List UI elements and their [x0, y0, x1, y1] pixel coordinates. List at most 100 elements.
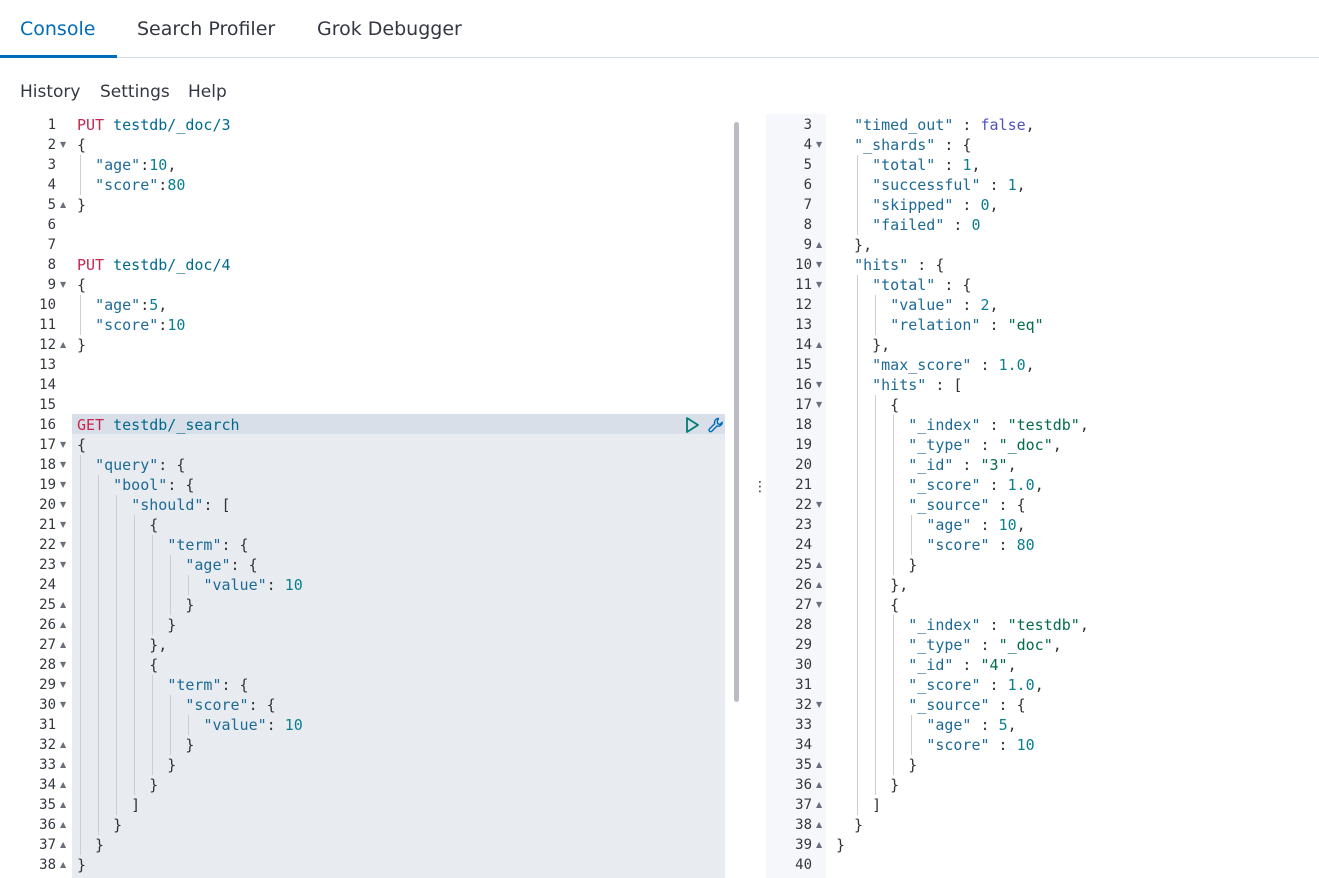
fold-toggle-icon[interactable]: ▼: [60, 480, 67, 489]
request-line-number: 5: [47, 197, 56, 213]
pane-divider[interactable]: ⋮: [745, 114, 767, 878]
fold-toggle-icon[interactable]: ▼: [60, 520, 67, 529]
unfold-toggle-icon[interactable]: ▲: [60, 740, 67, 749]
fold-toggle-icon[interactable]: ▼: [60, 700, 67, 709]
fold-toggle-icon[interactable]: ▼: [60, 560, 67, 569]
unfold-toggle-icon[interactable]: ▲: [60, 860, 67, 869]
console-toolbar: History Settings Help: [0, 58, 1319, 114]
request-line-number: 18: [39, 457, 56, 473]
response-line-number: 30: [795, 657, 812, 673]
response-line-number: 11: [795, 277, 812, 293]
indent-guide: [875, 295, 877, 335]
fold-toggle-icon[interactable]: ▼: [60, 680, 67, 689]
fold-toggle-icon[interactable]: ▼: [60, 440, 67, 449]
unfold-toggle-icon[interactable]: ▲: [60, 600, 67, 609]
response-line-number: 14: [795, 337, 812, 353]
request-code-line: }: [77, 756, 177, 774]
request-line-number: 16: [39, 417, 56, 433]
fold-toggle-icon[interactable]: ▼: [816, 280, 823, 289]
indent-guide: [875, 395, 877, 795]
tab-grok-debugger[interactable]: Grok Debugger: [317, 18, 462, 40]
response-code-line: "_source" : {: [908, 496, 1026, 514]
fold-toggle-icon[interactable]: ▼: [816, 260, 823, 269]
request-scrollbar[interactable]: [734, 122, 739, 702]
indent-guide: [170, 555, 172, 615]
unfold-toggle-icon[interactable]: ▲: [816, 580, 823, 589]
indent-guide: [857, 155, 859, 235]
fold-toggle-icon[interactable]: ▼: [816, 500, 823, 509]
unfold-toggle-icon[interactable]: ▲: [816, 760, 823, 769]
response-line-number: 35: [795, 757, 812, 773]
request-line-number: 4: [47, 177, 56, 193]
unfold-toggle-icon[interactable]: ▲: [60, 820, 67, 829]
vertical-ellipsis-icon[interactable]: ⋮: [753, 479, 767, 495]
unfold-toggle-icon[interactable]: ▲: [816, 820, 823, 829]
request-code-line: "query": {: [95, 456, 186, 474]
unfold-toggle-icon[interactable]: ▲: [60, 780, 67, 789]
response-code-line: }: [836, 556, 918, 574]
response-code-line: "total" : 1,: [872, 156, 981, 174]
request-code-line: "value": 10: [203, 576, 303, 594]
indent-guide: [152, 675, 154, 775]
response-line-number: 40: [795, 857, 812, 873]
fold-toggle-icon[interactable]: ▼: [60, 460, 67, 469]
wrench-icon[interactable]: [707, 416, 725, 434]
request-line-number: 38: [39, 857, 56, 873]
tab-search-profiler[interactable]: Search Profiler: [137, 18, 276, 40]
fold-toggle-icon[interactable]: ▼: [816, 700, 823, 709]
fold-toggle-icon[interactable]: ▼: [816, 140, 823, 149]
response-line-number: 9: [803, 237, 812, 253]
play-icon[interactable]: [683, 416, 701, 434]
response-code-line: "_type" : "_doc",: [908, 436, 1062, 454]
active-request-highlight: [10, 414, 725, 878]
response-line-number: 15: [795, 357, 812, 373]
unfold-toggle-icon[interactable]: ▲: [60, 840, 67, 849]
request-line-number: 1: [47, 117, 56, 133]
response-code-line: "age" : 5,: [926, 716, 1017, 734]
unfold-toggle-icon[interactable]: ▲: [60, 760, 67, 769]
unfold-toggle-icon[interactable]: ▲: [816, 780, 823, 789]
settings-button[interactable]: Settings: [100, 82, 170, 102]
fold-toggle-icon[interactable]: ▼: [60, 540, 67, 549]
unfold-toggle-icon[interactable]: ▲: [816, 840, 823, 849]
unfold-toggle-icon[interactable]: ▲: [60, 620, 67, 629]
response-line-number: 26: [795, 577, 812, 593]
request-code-line: }: [77, 336, 87, 354]
unfold-toggle-icon[interactable]: ▲: [816, 340, 823, 349]
unfold-toggle-icon[interactable]: ▲: [60, 340, 67, 349]
response-code-line: {: [836, 396, 900, 414]
response-line-number: 32: [795, 697, 812, 713]
indent-guide: [857, 275, 859, 815]
request-line-number: 22: [39, 537, 56, 553]
fold-toggle-icon[interactable]: ▼: [60, 660, 67, 669]
response-code-line: "_type" : "_doc",: [908, 636, 1062, 654]
unfold-toggle-icon[interactable]: ▲: [816, 800, 823, 809]
unfold-toggle-icon[interactable]: ▲: [60, 800, 67, 809]
request-line-number: 33: [39, 757, 56, 773]
tab-console[interactable]: Console: [20, 18, 96, 40]
response-code-line: "skipped" : 0,: [872, 196, 999, 214]
unfold-toggle-icon[interactable]: ▲: [60, 200, 67, 209]
fold-toggle-icon[interactable]: ▼: [816, 380, 823, 389]
fold-toggle-icon[interactable]: ▼: [60, 140, 67, 149]
response-code-line: "max_score" : 1.0,: [872, 356, 1035, 374]
request-code-line: "score":10: [95, 316, 186, 334]
unfold-toggle-icon[interactable]: ▲: [60, 640, 67, 649]
request-line-number: 24: [39, 577, 56, 593]
response-line-number: 12: [795, 297, 812, 313]
fold-toggle-icon[interactable]: ▼: [816, 400, 823, 409]
fold-toggle-icon[interactable]: ▼: [60, 280, 67, 289]
history-button[interactable]: History: [20, 82, 81, 102]
request-code-line: }: [77, 596, 195, 614]
fold-toggle-icon[interactable]: ▼: [60, 500, 67, 509]
request-code-line: }: [77, 616, 177, 634]
unfold-toggle-icon[interactable]: ▲: [816, 560, 823, 569]
response-code-line: "age" : 10,: [926, 516, 1026, 534]
request-line-number: 27: [39, 637, 56, 653]
fold-toggle-icon[interactable]: ▼: [816, 600, 823, 609]
help-button[interactable]: Help: [188, 82, 227, 102]
indent-guide: [80, 455, 81, 855]
unfold-toggle-icon[interactable]: ▲: [816, 240, 823, 249]
